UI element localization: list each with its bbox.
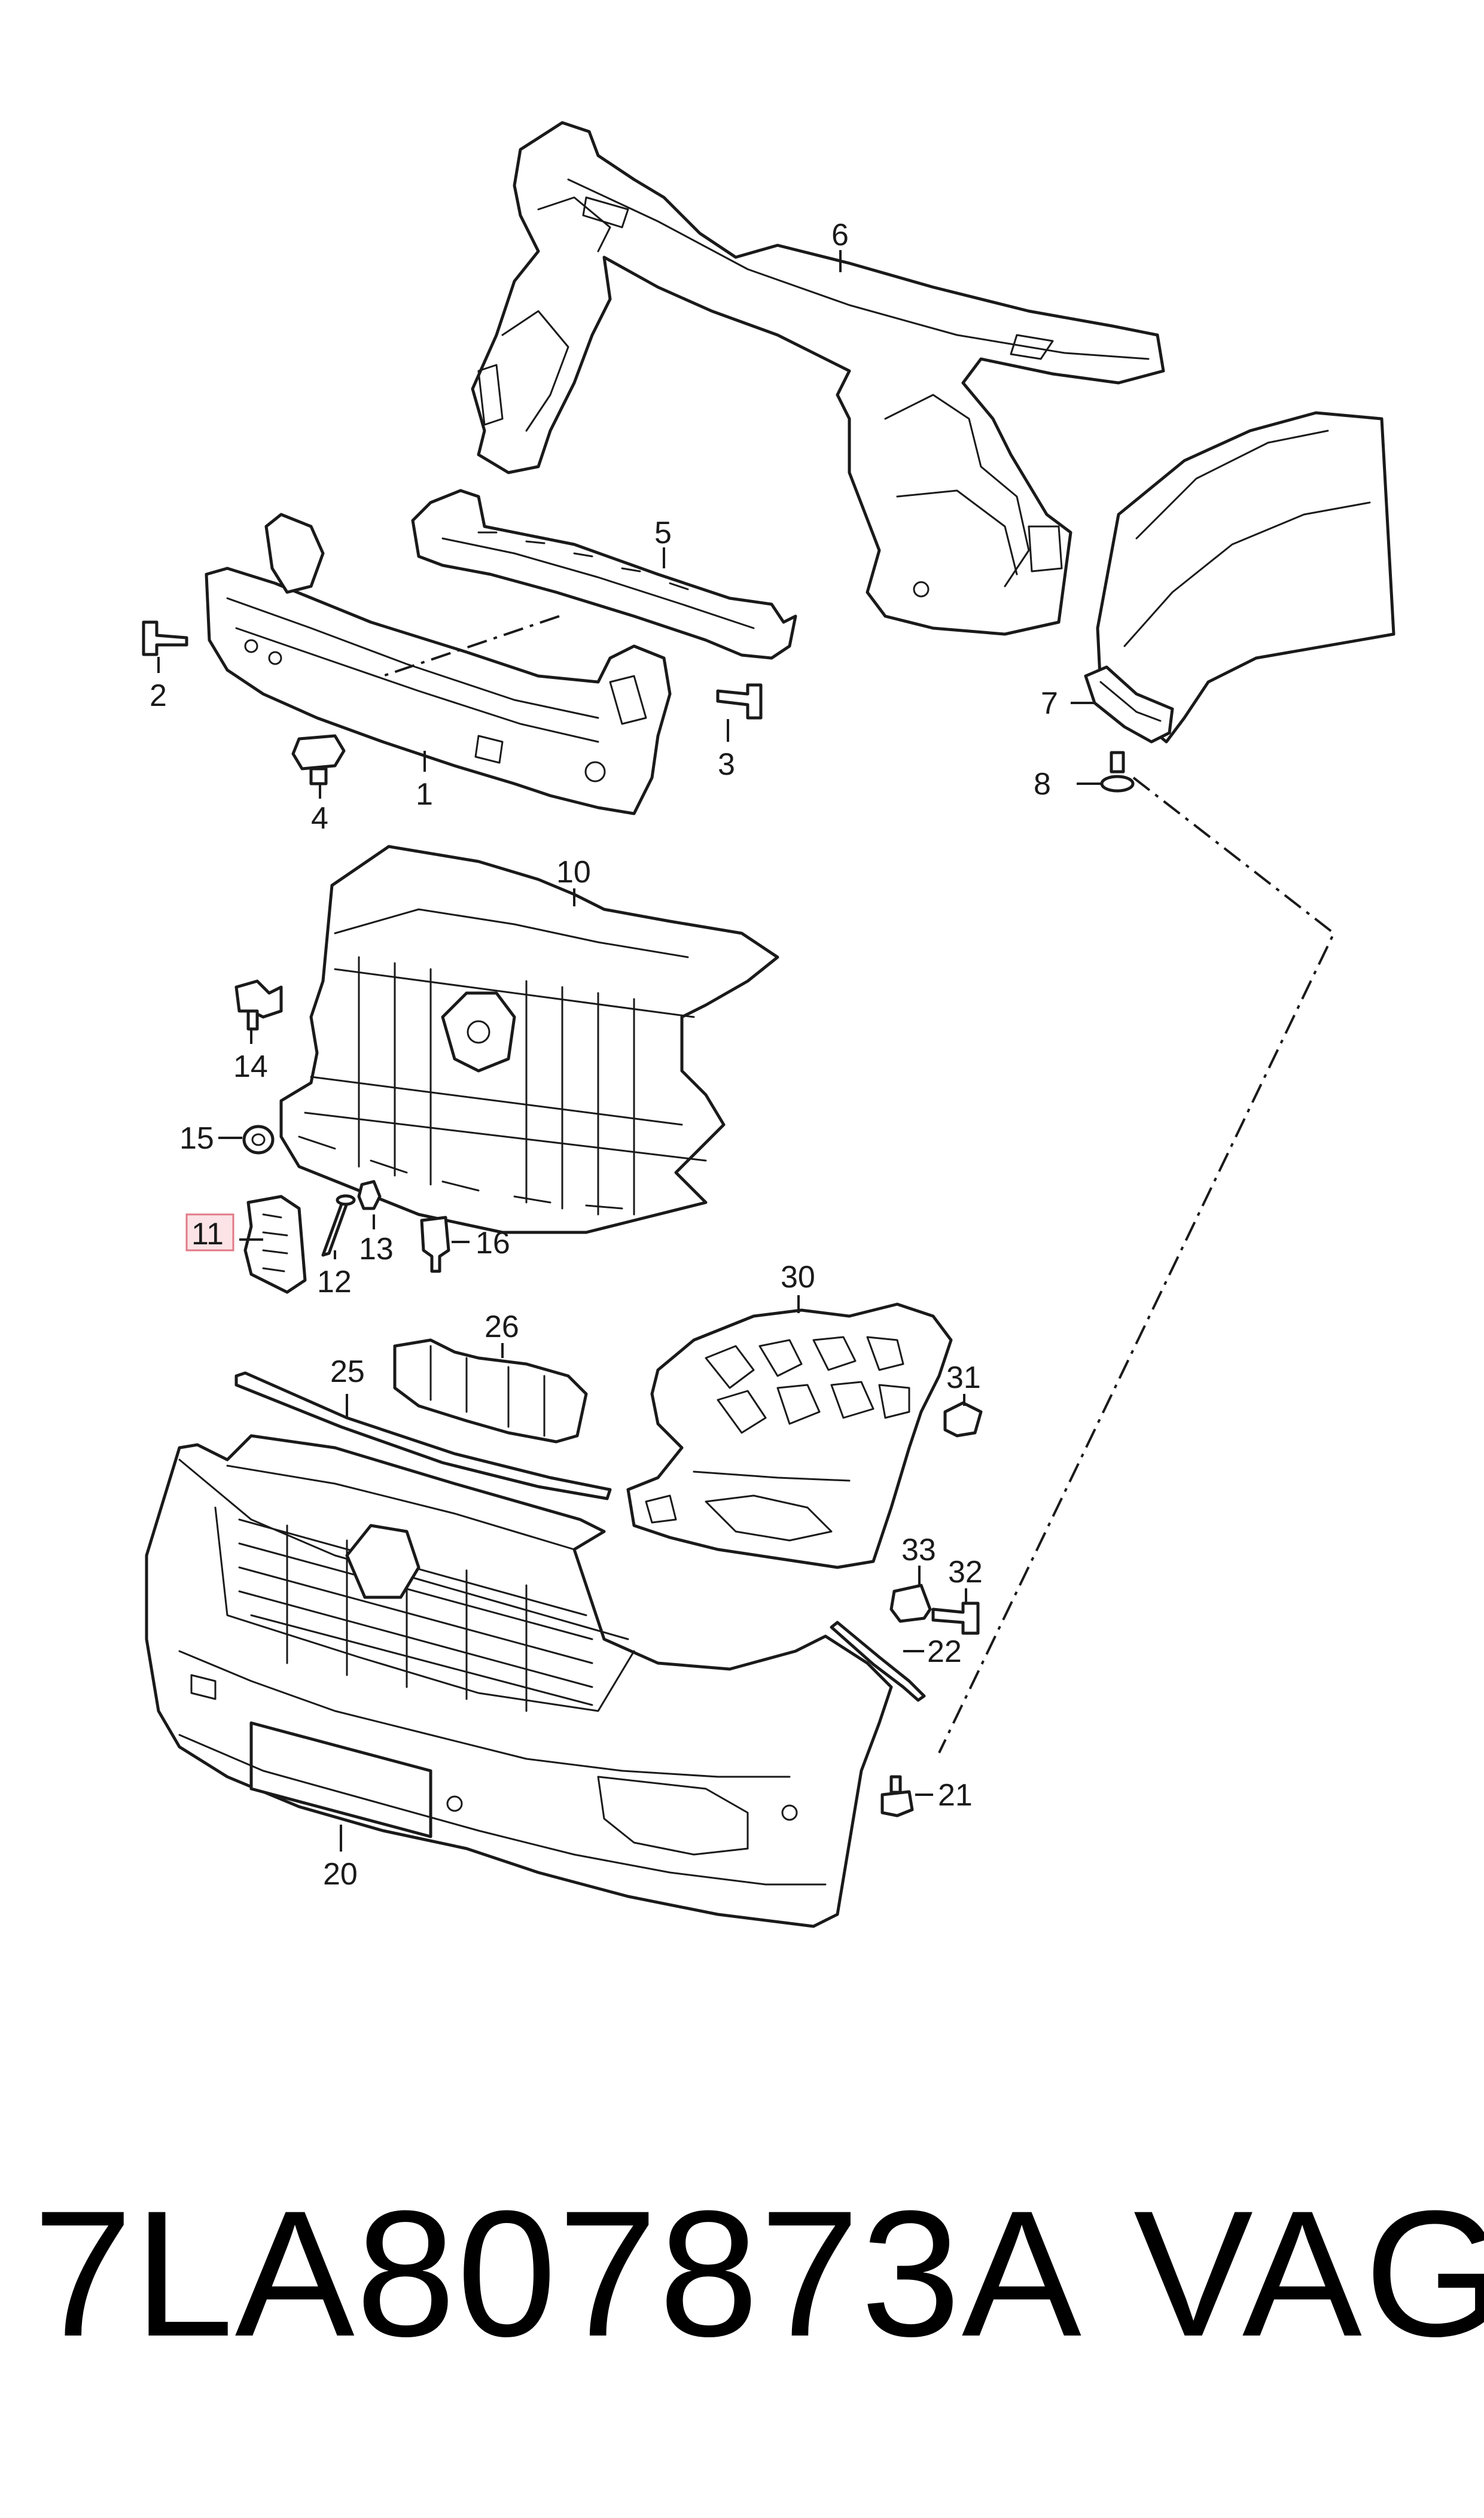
part-11-bracket (243, 1195, 307, 1294)
part-1-bumper-carrier (205, 513, 672, 815)
callout-8: 8 (1034, 767, 1051, 802)
part-10-grille-carrier (279, 845, 779, 1234)
callout-33: 33 (901, 1533, 936, 1567)
callout-22: 22 (927, 1634, 962, 1669)
callout-25: 25 (330, 1354, 365, 1389)
part-30-bumper-bracket (626, 1302, 953, 1569)
part-21-clip (880, 1775, 914, 1817)
fender-panel (1096, 411, 1395, 744)
callout-2: 2 (150, 678, 167, 713)
callout-26: 26 (484, 1310, 519, 1344)
callout-31: 31 (946, 1360, 981, 1395)
leader-lines (157, 250, 1101, 1852)
callout-32: 32 (948, 1555, 983, 1590)
part-6-lock-carrier (471, 121, 1165, 636)
callout-21: 21 (938, 1778, 973, 1813)
part-16-sensor (420, 1216, 450, 1273)
callout-30: 30 (781, 1260, 815, 1295)
part-5-air-guide (411, 489, 797, 660)
assembly-path-line-2 (382, 615, 560, 677)
part-25-trim-strip (234, 1371, 612, 1500)
part-2-bolt (142, 620, 188, 656)
callout-20: 20 (323, 1857, 358, 1892)
part-14-bracket (234, 979, 283, 1031)
part-20-bumper-cover (145, 1434, 893, 1928)
part-8-screw (1100, 751, 1135, 793)
callout-15: 15 (179, 1121, 214, 1156)
callout-7: 7 (1041, 686, 1058, 721)
brand-label: VAG (1133, 2173, 1484, 2374)
callout-13: 13 (359, 1232, 394, 1266)
part-13-clip (357, 1180, 382, 1210)
part-12-pin (321, 1194, 356, 1257)
assembly-path-line (938, 777, 1336, 1753)
callout-1: 1 (416, 777, 433, 812)
callout-3: 3 (718, 747, 735, 782)
part-number: 7LA807873A (33, 2173, 1083, 2374)
part-7-fender-bracket (1084, 665, 1174, 744)
part-4-clip (291, 734, 346, 785)
callout-labels: 6 5 2 3 4 1 7 8 10 14 15 11 12 13 16 26 … (150, 218, 1058, 1892)
exploded-parts-diagram: 6 5 2 3 4 1 7 8 10 14 15 11 12 13 16 26 … (142, 121, 1395, 1928)
callout-16: 16 (476, 1226, 510, 1260)
highlight-box-11 (185, 1213, 234, 1252)
part-32-screw (931, 1601, 980, 1635)
part-22-trim-strip (830, 1621, 926, 1702)
part-31-clip (943, 1401, 983, 1438)
part-33-spacer (889, 1584, 932, 1623)
callout-4: 4 (311, 801, 328, 836)
part-26-absorber (393, 1338, 588, 1444)
callout-14: 14 (233, 1049, 268, 1084)
callout-10: 10 (556, 855, 591, 890)
callout-11: 11 (191, 1217, 224, 1252)
callout-12: 12 (317, 1265, 352, 1299)
part-3-bolt (716, 683, 763, 720)
callout-5: 5 (654, 516, 672, 550)
part-15-grommet (242, 1125, 275, 1155)
callout-6: 6 (831, 218, 849, 252)
